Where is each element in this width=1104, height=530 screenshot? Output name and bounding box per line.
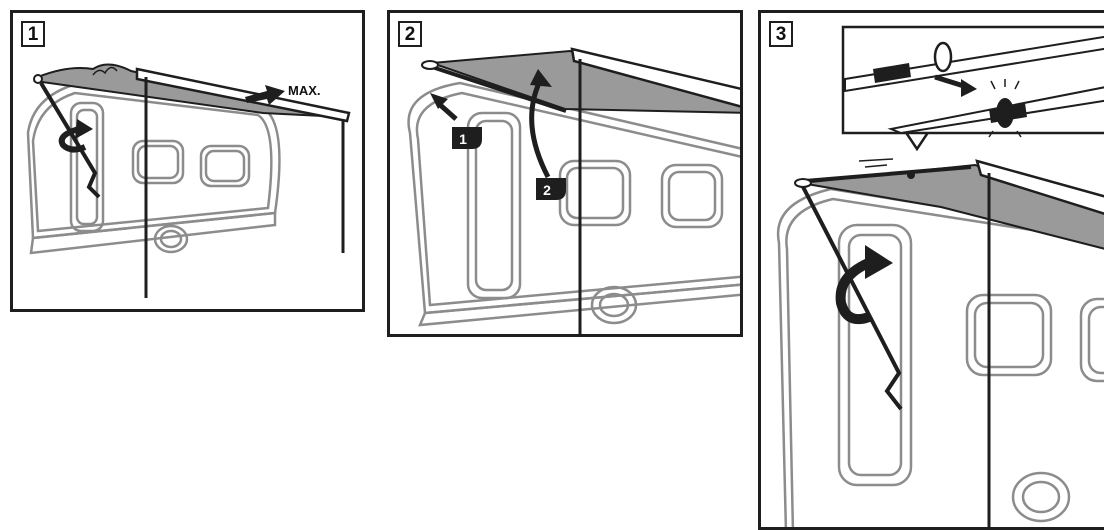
step-1-illustration: MAX. [13, 13, 365, 312]
detail-inset [843, 27, 1104, 149]
step-1-number: 1 [21, 21, 45, 47]
step-1-panel: 1 [10, 10, 365, 312]
caravan-outline [778, 189, 1104, 530]
max-label: MAX. [288, 83, 321, 98]
caravan-wheel [155, 226, 187, 252]
caravan-window [133, 141, 249, 186]
step-2-illustration: 1 2 [390, 13, 743, 337]
caravan-wheel [1013, 473, 1069, 521]
step-3-panel: 3 [758, 10, 1104, 530]
caravan-door [71, 103, 103, 231]
caravan-outline [409, 83, 743, 325]
step-3-number: 3 [769, 21, 793, 47]
crank-handle [801, 183, 901, 409]
step-2-panel: 2 [387, 10, 743, 337]
step-3-illustration [761, 13, 1104, 530]
step-2-number: 2 [398, 21, 422, 47]
rotation-arrowhead-icon [75, 119, 93, 139]
caravan-window [560, 161, 722, 227]
callout-2-label: 2 [543, 182, 551, 198]
callout-1-label: 1 [459, 131, 467, 147]
